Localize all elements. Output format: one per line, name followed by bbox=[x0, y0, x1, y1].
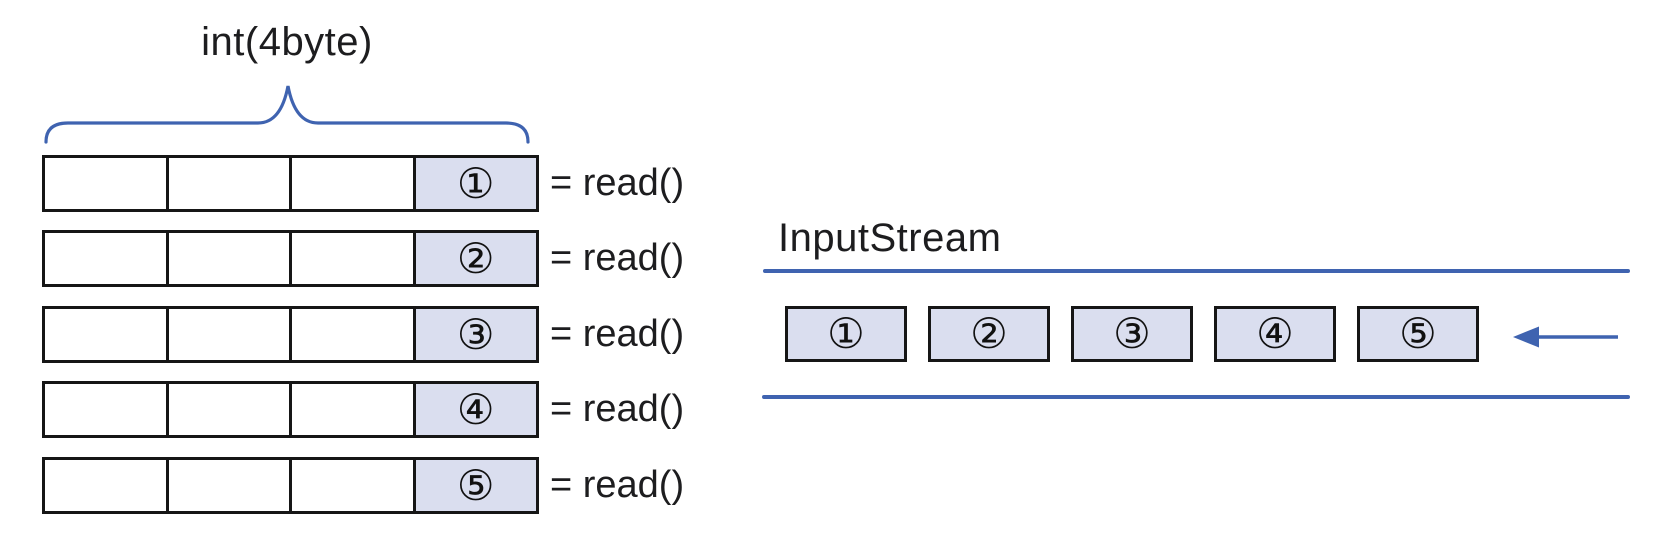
memory-row: ⑤ = read() bbox=[42, 457, 684, 514]
circled-number: ① bbox=[827, 309, 865, 358]
byte-cells: ② bbox=[42, 230, 539, 287]
byte-cell bbox=[45, 460, 169, 511]
stream-item: ⑤ bbox=[1357, 306, 1479, 362]
memory-row: ① = read() bbox=[42, 155, 684, 212]
read-call-label: = read() bbox=[550, 162, 685, 204]
stream-item: ④ bbox=[1214, 306, 1336, 362]
memory-row: ② = read() bbox=[42, 230, 684, 287]
int-4byte-label: int(4byte) bbox=[201, 20, 373, 64]
byte-cell bbox=[45, 384, 169, 435]
read-call-label: = read() bbox=[550, 313, 685, 355]
byte-cell bbox=[169, 460, 292, 511]
byte-cells: ④ bbox=[42, 381, 539, 438]
circled-number: ⑤ bbox=[456, 460, 495, 510]
memory-row: ③ = read() bbox=[42, 306, 684, 363]
circled-number: ① bbox=[456, 158, 495, 208]
byte-cells: ③ bbox=[42, 306, 539, 363]
read-call-label: = read() bbox=[550, 464, 685, 506]
byte-cell bbox=[169, 309, 292, 360]
byte-cells: ① bbox=[42, 155, 539, 212]
curly-brace-icon bbox=[44, 85, 530, 144]
memory-row: ④ = read() bbox=[42, 381, 684, 438]
byte-cell bbox=[292, 460, 416, 511]
inputstream-label: InputStream bbox=[778, 216, 1002, 260]
circled-number: ③ bbox=[456, 309, 495, 359]
byte-value-cell: ① bbox=[415, 158, 536, 209]
read-call-label: = read() bbox=[550, 237, 685, 279]
byte-cell bbox=[45, 158, 169, 209]
circled-number: ② bbox=[456, 233, 495, 283]
stream-item: ③ bbox=[1071, 306, 1193, 362]
byte-value-cell: ② bbox=[415, 233, 536, 284]
stream-item: ① bbox=[785, 306, 907, 362]
byte-cell bbox=[169, 384, 292, 435]
byte-cell bbox=[45, 233, 169, 284]
circled-number: ④ bbox=[1256, 309, 1294, 358]
byte-cell bbox=[292, 233, 416, 284]
circled-number: ③ bbox=[1113, 309, 1151, 358]
byte-cell bbox=[292, 309, 416, 360]
circled-number: ⑤ bbox=[1399, 309, 1437, 358]
circled-number: ④ bbox=[456, 384, 495, 434]
byte-cell bbox=[45, 309, 169, 360]
byte-cell bbox=[169, 233, 292, 284]
byte-cell bbox=[292, 384, 416, 435]
byte-cell bbox=[292, 158, 416, 209]
byte-cells: ⑤ bbox=[42, 457, 539, 514]
byte-value-cell: ③ bbox=[415, 309, 536, 360]
read-call-label: = read() bbox=[550, 388, 685, 430]
stream-item: ② bbox=[928, 306, 1050, 362]
byte-cell bbox=[169, 158, 292, 209]
circled-number: ② bbox=[970, 309, 1008, 358]
stream-line-top bbox=[763, 269, 1630, 273]
stream-boxes: ① ② ③ ④ ⑤ bbox=[785, 306, 1479, 362]
arrow-left-icon bbox=[1513, 326, 1618, 348]
stream-line-bottom bbox=[762, 395, 1630, 399]
byte-value-cell: ④ bbox=[415, 384, 536, 435]
byte-value-cell: ⑤ bbox=[415, 460, 536, 511]
